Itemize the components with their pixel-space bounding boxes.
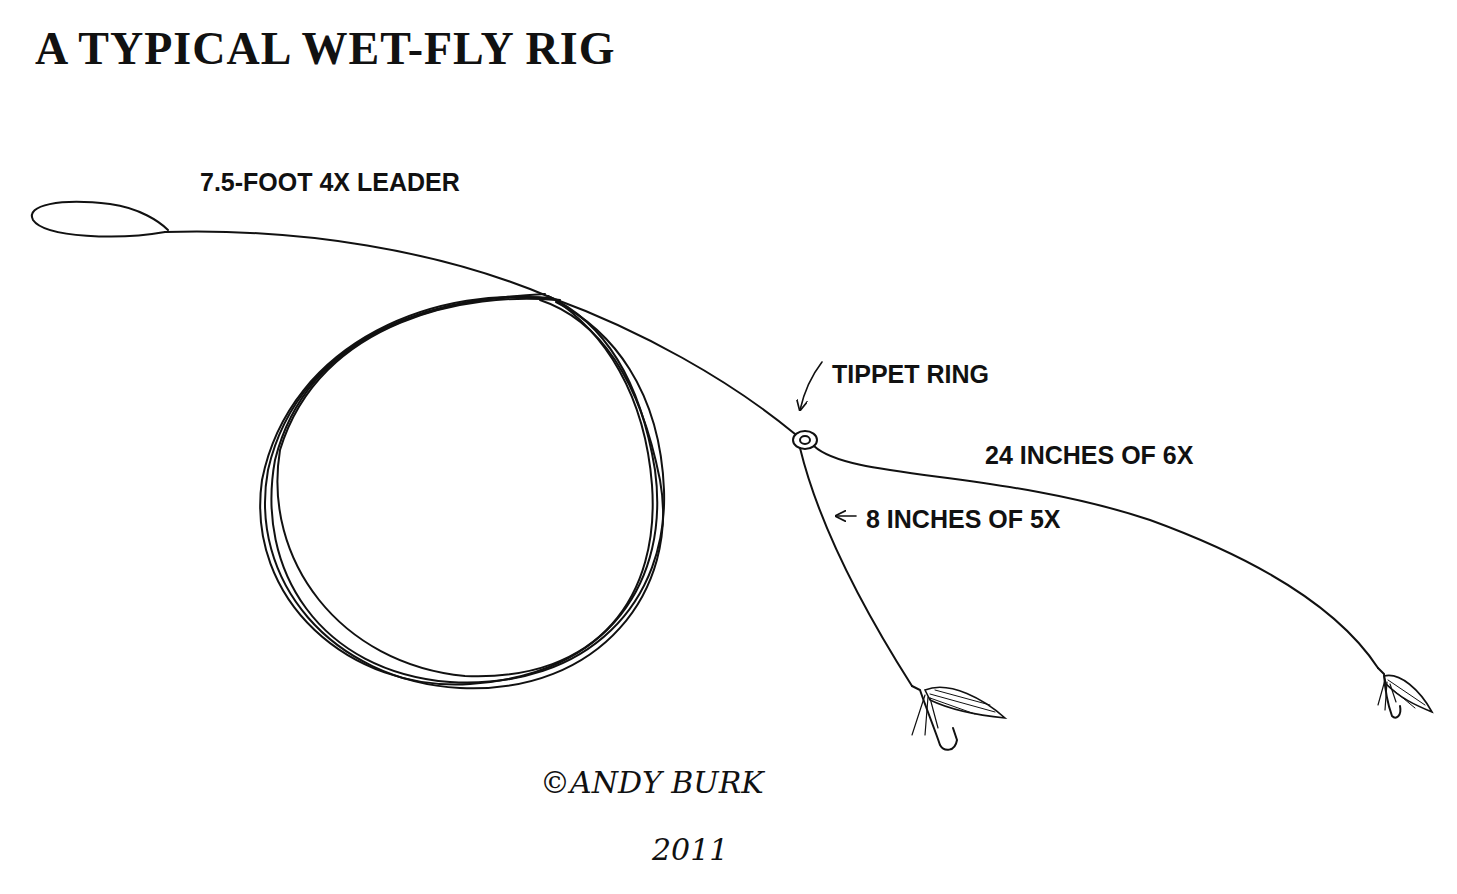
wet-fly xyxy=(912,686,1005,750)
pointer-arrow xyxy=(800,362,822,410)
tippet-ring xyxy=(800,436,810,444)
dropper-tippet xyxy=(800,448,912,686)
point-tippet xyxy=(814,446,1378,668)
diagram-title: A TYPICAL WET-FLY RIG xyxy=(35,22,615,75)
pointer-arrow xyxy=(836,515,856,517)
ring-label: TIPPET RING xyxy=(832,360,989,389)
signature: ©ANDY BURK xyxy=(540,765,764,800)
dropper-label: 8 INCHES OF 5X xyxy=(866,505,1061,534)
leader-coil xyxy=(260,294,664,688)
leader-label: 7.5-FOOT 4X LEADER xyxy=(200,168,460,197)
leader-loop xyxy=(32,202,168,237)
tippet-label: 24 INCHES OF 6X xyxy=(985,441,1193,470)
leader-line xyxy=(165,232,552,298)
wet-fly xyxy=(1378,668,1432,718)
leader-line xyxy=(552,298,795,434)
signature-year: 2011 xyxy=(652,832,728,867)
